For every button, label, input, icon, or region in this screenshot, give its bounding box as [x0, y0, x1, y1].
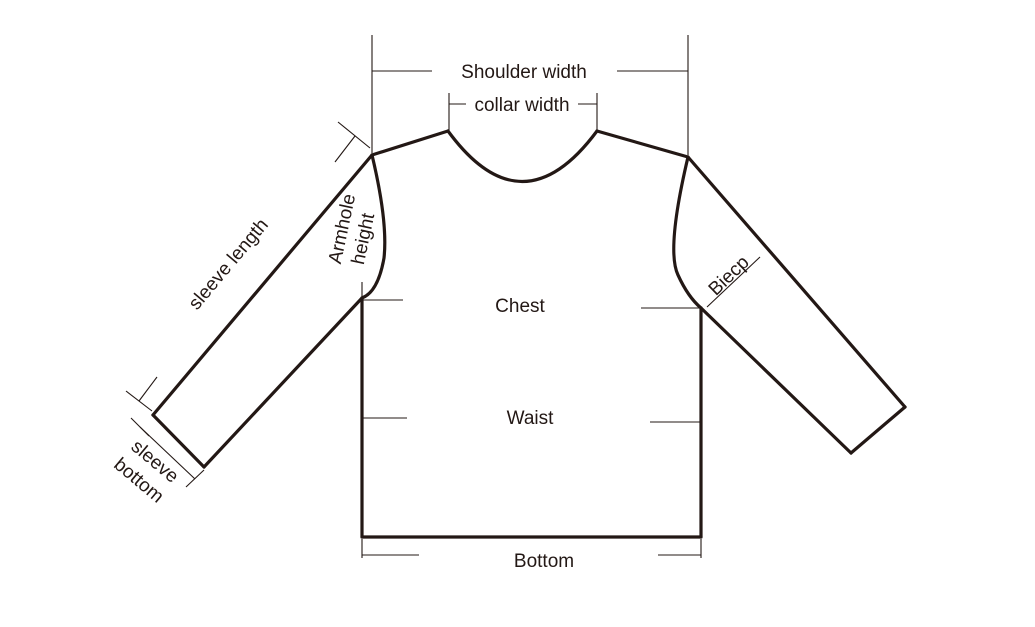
measurement-lines: [125, 35, 761, 558]
shoulder-width-label: Shoulder width: [461, 62, 587, 83]
waist-label: Waist: [507, 408, 555, 429]
right-sleeve-cuff: [849, 405, 907, 455]
sleeve-bottom-right-tick: [185, 469, 205, 488]
sleeve-length-top-tick: [337, 121, 371, 149]
sleeve-length-label: sleeve length: [185, 215, 273, 314]
left-shoulder-line: [370, 129, 450, 157]
right-sleeve-bottom-edge: [699, 306, 853, 455]
right-armhole-curve: [672, 155, 703, 310]
right-shoulder-line: [595, 129, 690, 159]
right-sleeve-top-edge: [686, 155, 907, 409]
left-armhole-curve: [360, 153, 387, 300]
measurement-labels: Shoulder width collar width sleeve lengt…: [110, 62, 754, 572]
sleeve-length-dim-line-lower: [138, 376, 158, 402]
left-sleeve-cuff: [151, 413, 206, 469]
neckline-curve: [446, 129, 599, 183]
sleeve-length-dim-line: [334, 135, 356, 163]
left-sleeve-top-edge: [151, 153, 374, 417]
garment-outline: [151, 129, 907, 539]
sleeve-bottom-dim-line: [139, 426, 196, 480]
collar-width-label: collar width: [474, 95, 569, 116]
bottom-label: Bottom: [514, 551, 574, 572]
bicep-dim-line: [706, 256, 761, 308]
bicep-label: Biecp: [705, 252, 754, 300]
left-sleeve-bottom-edge: [202, 296, 364, 469]
chest-label: Chest: [495, 296, 545, 317]
